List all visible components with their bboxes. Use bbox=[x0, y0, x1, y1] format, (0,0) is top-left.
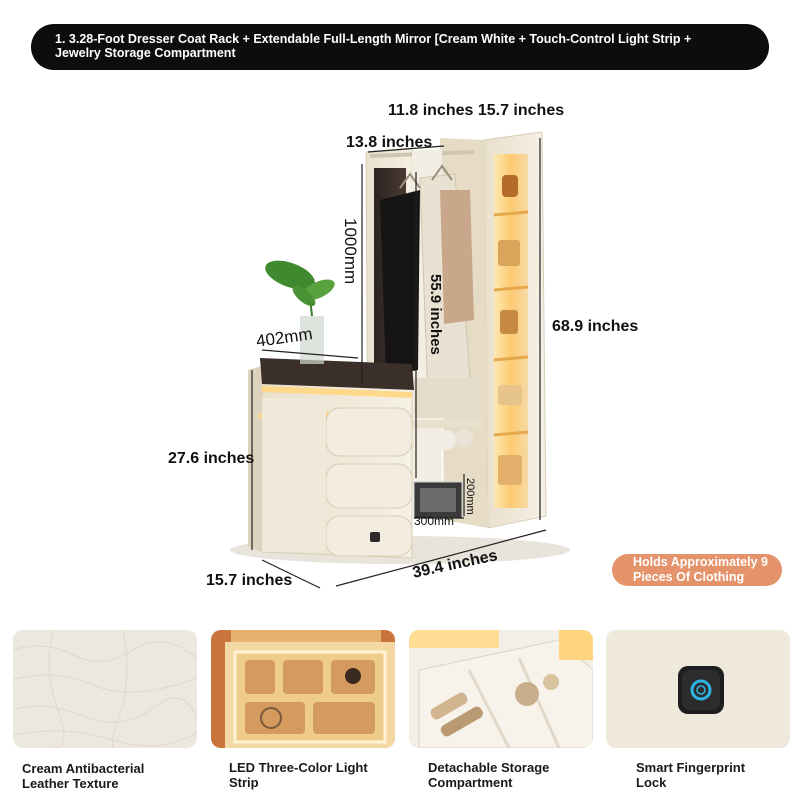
dim-hanging-height: 55.9 inches bbox=[427, 274, 444, 355]
hanging-section bbox=[369, 150, 482, 519]
dim-box-width: 300mm bbox=[414, 514, 455, 528]
dim-total-height: 68.9 inches bbox=[552, 318, 639, 335]
dresser bbox=[248, 358, 414, 559]
product-title: 1. 3.28-Foot Dresser Coat Rack + Extenda… bbox=[55, 32, 692, 60]
wardrobe-drawing bbox=[230, 131, 570, 589]
led-light-icon bbox=[211, 630, 395, 748]
dim-top-depth-width: 11.8 inches 15.7 inches bbox=[388, 102, 565, 119]
leather-texture-icon bbox=[13, 630, 197, 748]
storage-tray-icon bbox=[409, 630, 593, 748]
dim-box-height: 200mm bbox=[464, 478, 476, 515]
dim-mirror-height: 1000mm bbox=[341, 218, 360, 285]
dim-rod-width: 13.8 inches bbox=[346, 134, 433, 151]
feature-caption-storage: Detachable Storage Compartment bbox=[428, 760, 550, 790]
feature-caption-lock: Smart Fingerprint Lock bbox=[636, 760, 746, 790]
dim-base-depth: 15.7 inches bbox=[206, 572, 293, 589]
potted-plant-icon bbox=[265, 260, 335, 364]
dimension-lines bbox=[251, 138, 547, 589]
product-illustration: 11.8 inches 15.7 inches 13.8 inches 1000… bbox=[0, 80, 800, 620]
feature-caption-leather: Cream Antibacterial Leather Texture bbox=[22, 761, 145, 791]
dim-dresser-height: 27.6 inches bbox=[168, 450, 255, 467]
fingerprint-lock-icon bbox=[606, 630, 790, 748]
feature-caption-led: LED Three-Color Light Strip bbox=[229, 760, 368, 790]
title-banner: 1. 3.28-Foot Dresser Coat Rack + Extenda… bbox=[31, 24, 769, 70]
capacity-badge-text: Holds Approximately 9 Pieces Of Clothing bbox=[633, 555, 768, 584]
capacity-badge: Holds Approximately 9 Pieces Of Clothing bbox=[612, 554, 782, 586]
